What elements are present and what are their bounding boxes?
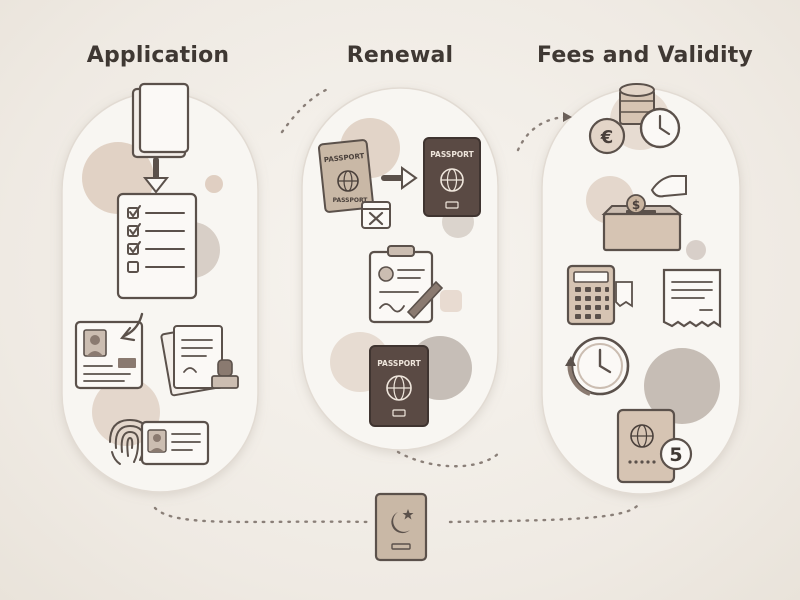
calculator-icon [566, 264, 633, 326]
passport-word: PASSPORT [377, 359, 421, 368]
new-passport-icon: PASSPORT [423, 137, 481, 217]
id-card-icon [74, 312, 144, 390]
crescent-card-icon [374, 492, 428, 562]
arrow-down-icon [142, 157, 170, 194]
renewal-clock-icon [565, 336, 630, 396]
validity-years: 5 [669, 444, 682, 466]
id-card-small-icon [140, 420, 210, 466]
flow-connectors [153, 86, 640, 524]
checklist-icon [116, 192, 198, 300]
dollar-symbol: $ [632, 198, 640, 212]
validity-badge [659, 437, 693, 471]
clock-icon [639, 107, 681, 149]
old-passport-icon: PASSPORT PASSPORT [317, 139, 375, 213]
payment-box-icon: $ [601, 175, 687, 252]
clipboard-form-icon [368, 245, 444, 324]
application-heading: Application [86, 43, 230, 68]
fees-validity-heading: Fees and Validity [537, 43, 753, 68]
passport-word: PASSPORT [430, 150, 474, 159]
receipt-icon [662, 268, 722, 329]
folder-icon [131, 82, 190, 159]
arrowhead-renewal-to-fees [563, 112, 572, 122]
calendar-expired-icon [361, 201, 391, 229]
renewal-heading: Renewal [346, 43, 454, 68]
euro-coin-icon: € [588, 117, 626, 155]
passport-validity-icon: 5 [616, 408, 693, 484]
passport-word: PASSPORT [333, 197, 369, 204]
passport-icon: PASSPORT [369, 345, 429, 427]
documents-stamp-icon [160, 325, 239, 397]
arrow-right-icon [381, 166, 418, 190]
euro-symbol: € [600, 127, 614, 148]
